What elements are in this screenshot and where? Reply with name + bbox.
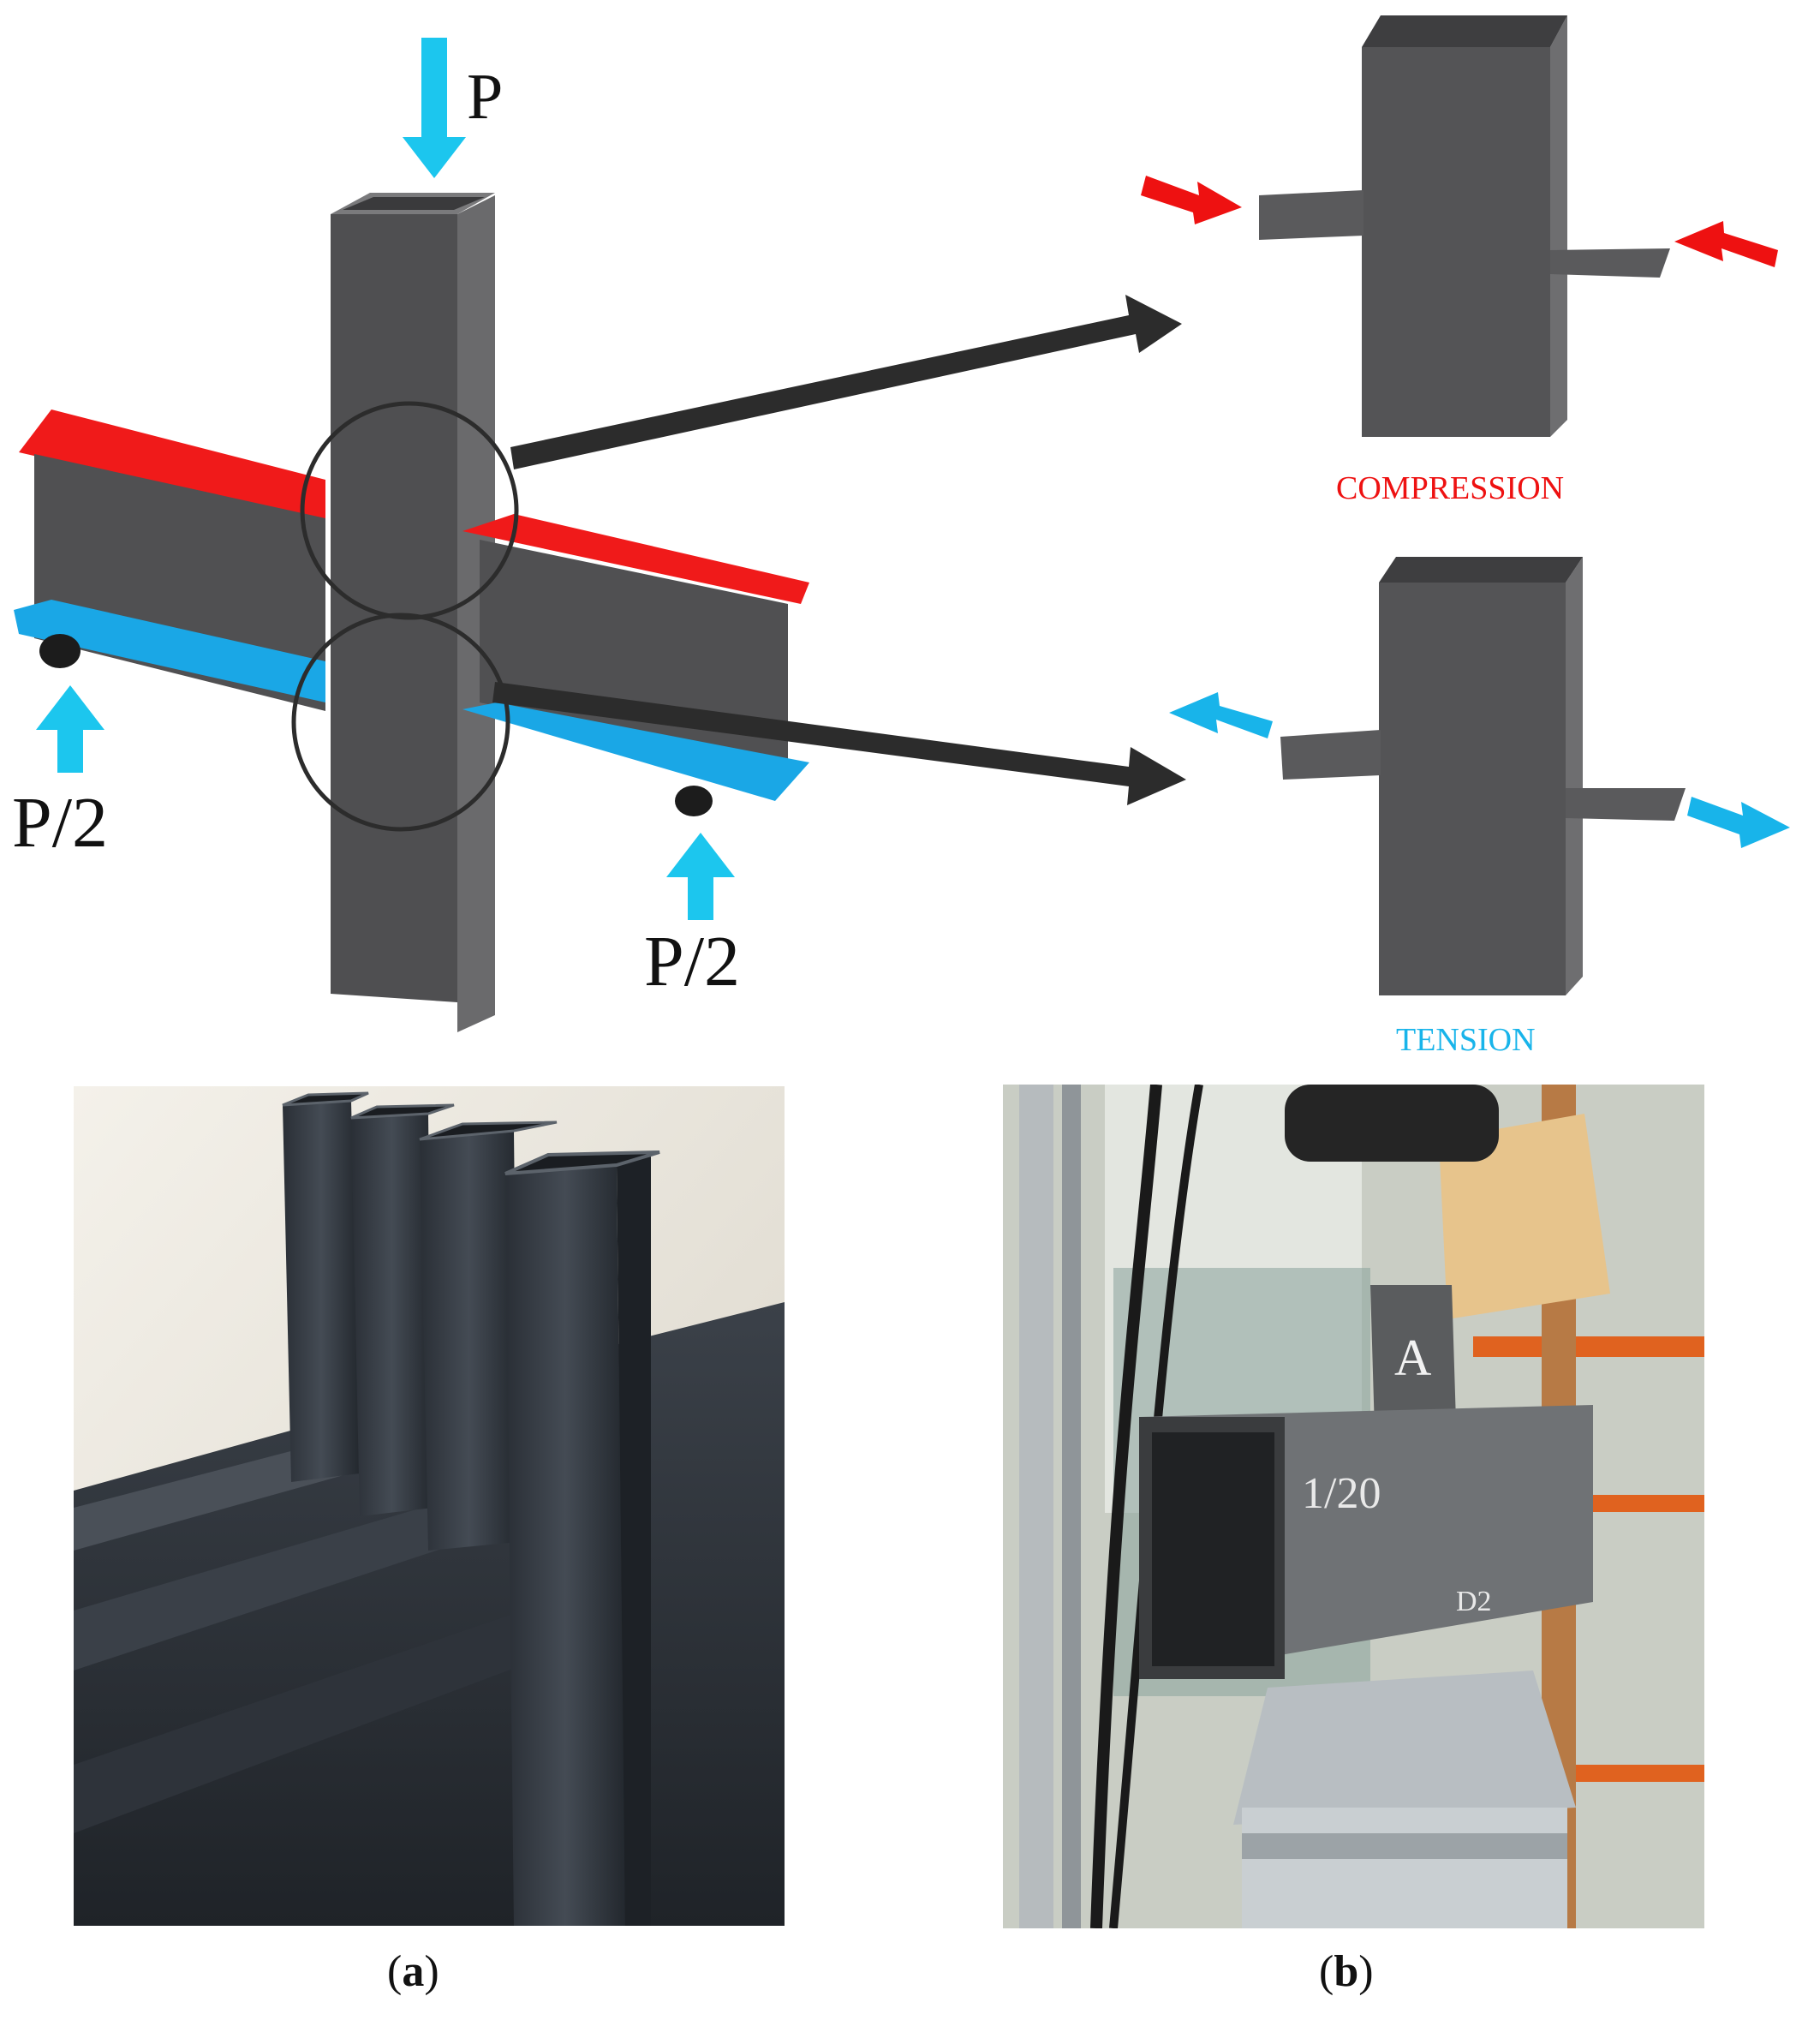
compression-arrow-left	[1141, 176, 1242, 224]
caption-b-letter: b	[1334, 1947, 1359, 1996]
bottom-flange-right	[462, 702, 809, 801]
reaction-label-left: P/2	[12, 783, 108, 863]
top-flange-right	[462, 514, 809, 604]
pointer-arrow-tension	[492, 682, 1186, 805]
tension-column-top	[1379, 557, 1583, 583]
photo-b-marking-1: 1/20	[1302, 1469, 1381, 1518]
tension-detail: TENSION	[1169, 557, 1790, 1058]
column-front	[331, 214, 457, 1002]
load-label: P	[467, 61, 503, 133]
compression-detail: COMPRESSION	[1141, 15, 1778, 506]
pointer-arrow-compression	[510, 295, 1182, 469]
compression-plate-right	[1550, 248, 1670, 278]
caption-a-letter: a	[402, 1947, 425, 1996]
support-roller-left	[39, 634, 81, 668]
caption-a: (a)	[387, 1947, 439, 1996]
caption-b: (b)	[1319, 1947, 1374, 1996]
support-roller-right	[675, 786, 713, 816]
reaction-arrow-left	[36, 685, 104, 773]
tension-column-front	[1379, 583, 1566, 995]
bottom-flange-left	[14, 600, 325, 702]
compression-zone-circle	[300, 401, 519, 620]
compression-label: COMPRESSION	[1336, 470, 1564, 506]
column-side	[457, 195, 495, 1032]
tension-arrow-left	[1169, 692, 1273, 738]
compression-column-front	[1362, 47, 1550, 437]
tension-label: TENSION	[1396, 1022, 1536, 1058]
top-flange-left	[19, 409, 325, 523]
reaction-arrow-right	[666, 833, 735, 920]
reaction-label-right: P/2	[644, 922, 740, 1001]
photo-b-plate-letter: A	[1394, 1330, 1431, 1386]
compression-column-top	[1362, 15, 1567, 47]
tension-zone-circle	[291, 613, 510, 832]
column-top-inner	[343, 197, 485, 210]
photo-b-test-setup: A 1/20 D2	[1003, 1085, 1704, 1928]
load-arrow-p	[403, 38, 466, 178]
tension-plate-right	[1566, 788, 1686, 821]
tension-column-side	[1566, 557, 1583, 995]
photo-a-specimens	[74, 1086, 785, 1926]
tension-plate-left	[1280, 730, 1381, 780]
beam-column-diagram: P P/2 P/2	[12, 38, 1186, 1032]
tension-arrow-right	[1687, 797, 1790, 848]
compression-plate-left	[1259, 190, 1363, 240]
compression-arrow-right	[1674, 221, 1778, 267]
compression-column-side	[1550, 15, 1567, 437]
photo-b-marking-2: D2	[1456, 1586, 1492, 1617]
